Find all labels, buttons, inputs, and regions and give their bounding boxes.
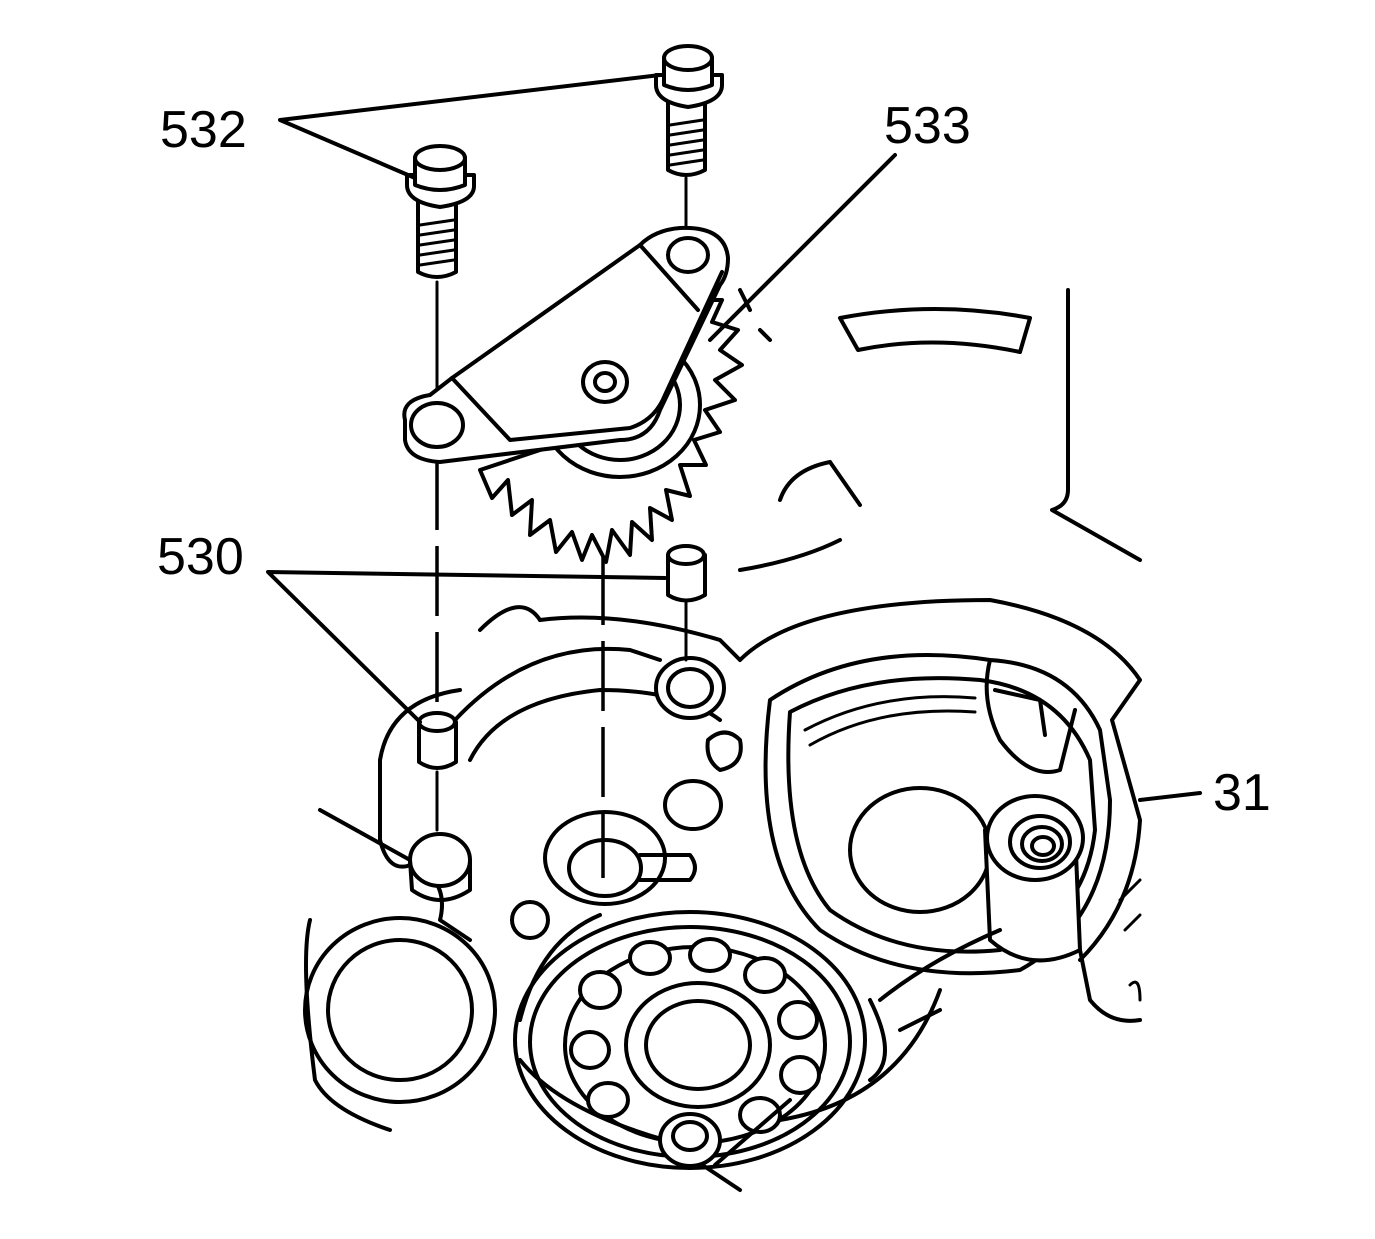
leader-530 bbox=[266, 570, 667, 724]
housing-hole-upper bbox=[654, 656, 726, 720]
housing-right-web bbox=[878, 928, 1002, 1032]
bolt-right bbox=[654, 44, 724, 177]
dowel-right bbox=[666, 544, 707, 603]
callout-532: 532 bbox=[160, 101, 247, 159]
bracket-plate-edge bbox=[638, 243, 700, 312]
bolt-right-thread bbox=[668, 118, 705, 167]
bolt-right-head-top bbox=[662, 44, 714, 72]
housing-bottom-web bbox=[713, 998, 887, 1167]
bolt-right-shank bbox=[666, 98, 707, 177]
callout-533: 533 bbox=[884, 97, 971, 155]
housing-left-top bbox=[538, 615, 742, 662]
housing-boss-ring bbox=[1020, 825, 1064, 863]
housing-bore-tab-inner bbox=[993, 688, 1047, 737]
housing-boss-ring bbox=[1030, 835, 1056, 857]
bearing-bore bbox=[644, 999, 752, 1091]
housing-left-rib bbox=[453, 646, 662, 722]
housing-notch bbox=[778, 460, 862, 507]
bracket-center-boss bbox=[581, 360, 629, 404]
bracket-plate-fold bbox=[450, 270, 724, 442]
housing-gear-slot bbox=[638, 853, 697, 882]
bolt-left-thread bbox=[418, 218, 456, 267]
housing-boss-ring bbox=[1008, 814, 1072, 870]
dowel-left bbox=[417, 711, 458, 770]
housing-small-knob bbox=[705, 730, 743, 772]
housing-bore-ridges bbox=[803, 695, 977, 747]
housing-hole-upper-inner bbox=[666, 667, 714, 709]
leader-lines bbox=[266, 73, 1202, 802]
housing-bore-wall bbox=[763, 653, 1112, 976]
housing-right-edge bbox=[1078, 948, 1142, 1023]
bracket-center-hole bbox=[593, 371, 617, 393]
housing-seal-outer bbox=[303, 916, 497, 1104]
housing-gear-bore bbox=[543, 810, 667, 906]
assembly-lines bbox=[435, 176, 688, 878]
housing bbox=[303, 288, 1142, 1192]
callout-530: 530 bbox=[157, 528, 244, 586]
housing-upper-rib bbox=[838, 307, 1032, 354]
housing-hole-left bbox=[408, 832, 472, 888]
bracket-hole-left bbox=[409, 401, 465, 449]
housing-hole-mid bbox=[663, 779, 723, 831]
housing-upper-edge bbox=[1050, 288, 1142, 562]
bearing-balls bbox=[569, 937, 821, 1134]
dowel-left-body bbox=[417, 720, 458, 770]
housing-hole-left-wall bbox=[408, 858, 472, 902]
housing-seal-inner bbox=[326, 938, 474, 1082]
housing-bore-outer bbox=[738, 598, 1142, 962]
housing-bore-tab bbox=[984, 658, 1077, 774]
leader-533 bbox=[708, 153, 897, 342]
housing-dash-mark bbox=[738, 288, 772, 342]
bolt-left bbox=[405, 144, 476, 279]
bolt-left-shank bbox=[416, 198, 458, 279]
leader-532 bbox=[278, 73, 662, 180]
dowel-left-top bbox=[417, 711, 457, 733]
bracket-plate bbox=[402, 225, 730, 464]
housing-seal-edge bbox=[304, 918, 392, 1132]
housing-left-curl bbox=[478, 605, 542, 632]
housing-gear-bore-inner bbox=[567, 838, 643, 898]
bracket-hole-right bbox=[666, 236, 710, 274]
bolt-left-head-top bbox=[413, 144, 467, 172]
housing-bore-hole bbox=[848, 786, 992, 914]
dowel-right-top bbox=[666, 544, 706, 566]
housing-contour bbox=[738, 538, 842, 572]
callout-31: 31 bbox=[1213, 764, 1271, 822]
housing-bottom-stud-inner bbox=[671, 1120, 709, 1152]
housing-tiny-hole bbox=[510, 900, 550, 940]
dowel-right-body bbox=[666, 553, 707, 603]
leader-31 bbox=[1138, 791, 1202, 802]
housing-right-detail bbox=[1118, 878, 1142, 1002]
housing-bottom-edge bbox=[518, 1058, 742, 1192]
